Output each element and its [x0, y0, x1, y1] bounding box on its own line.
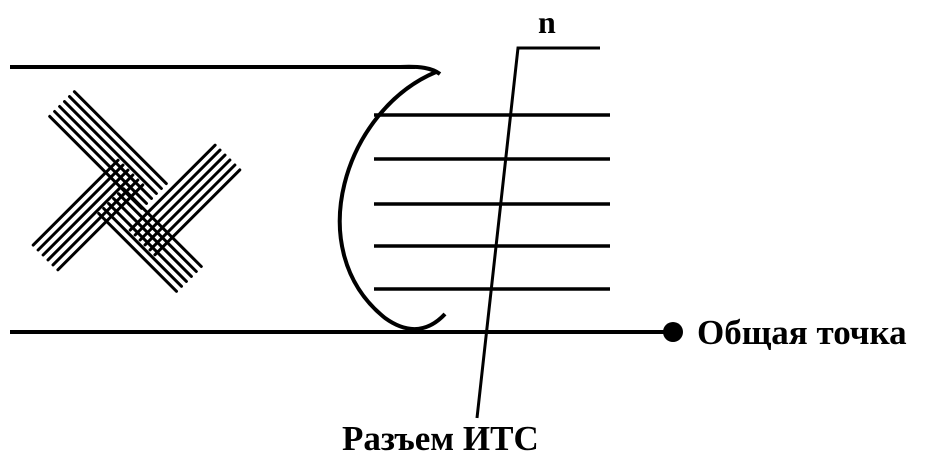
braid-strand	[46, 173, 135, 262]
braid-strand	[31, 158, 120, 247]
braid-strand	[97, 212, 178, 293]
braid-strand	[41, 168, 130, 257]
braid-strand	[138, 153, 227, 242]
braid-strand	[36, 163, 125, 252]
braid-strand	[153, 168, 242, 257]
braid-strand	[133, 148, 222, 237]
braided-shield-icon	[31, 90, 242, 293]
braid-strand	[56, 183, 145, 272]
braid-strand	[148, 163, 237, 252]
label-connector: Разъем ИТС	[342, 419, 539, 458]
braid-strand	[128, 143, 217, 232]
braid-strand	[63, 100, 158, 195]
braid-strand	[143, 158, 232, 247]
braid-strand	[68, 95, 163, 190]
conductor-lines	[374, 113, 610, 291]
label-n: n	[538, 4, 556, 40]
cable-end-arc	[337, 70, 447, 332]
braid-strand	[72, 90, 168, 186]
common-point-dot	[663, 322, 683, 342]
label-common-point: Общая точка	[697, 313, 907, 352]
cable-end-arc-top	[399, 64, 442, 76]
braid-strand	[102, 207, 183, 288]
connector-section-line	[475, 46, 600, 419]
braid-strand	[51, 178, 140, 267]
